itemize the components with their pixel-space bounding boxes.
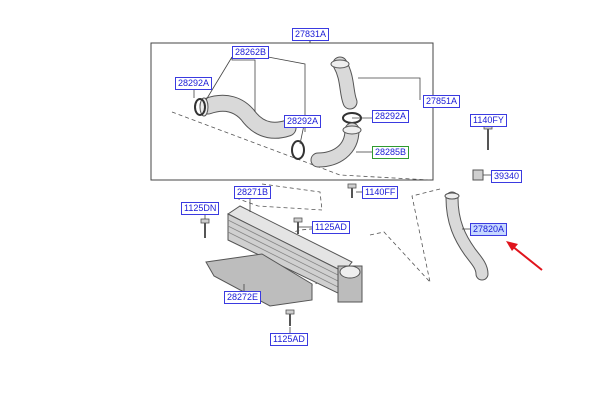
clamp-left-part <box>194 98 206 116</box>
bolt-1125DN <box>200 218 210 238</box>
red-arrow <box>506 241 543 271</box>
part-label-27831A[interactable]: 27831A <box>292 28 330 41</box>
bolt-1140FY <box>483 123 493 150</box>
bolt-1125AD-mid <box>293 217 303 234</box>
part-label-28292A-right[interactable]: 28292A <box>372 110 410 123</box>
lower-hose-part <box>444 191 489 281</box>
sensor-part <box>472 169 484 181</box>
bolt-1140FF <box>347 183 357 198</box>
part-label-28285B[interactable]: 28285B <box>372 146 410 159</box>
part-label-39340[interactable]: 39340 <box>491 170 523 183</box>
part-label-1125DN[interactable]: 1125DN <box>181 202 220 215</box>
leader-lines <box>193 56 491 334</box>
pipe-part <box>310 122 362 168</box>
turbo-hose-part <box>330 56 358 110</box>
clamp-hose-end-part <box>291 140 305 160</box>
part-label-1140FY[interactable]: 1140FY <box>470 114 507 127</box>
part-label-27820A[interactable]: 27820A <box>470 223 508 236</box>
part-label-28292A-left[interactable]: 28292A <box>175 77 213 90</box>
assembly-frame <box>150 42 434 181</box>
part-label-28292A-mid[interactable]: 28292A <box>284 115 322 128</box>
part-label-27851A[interactable]: 27851A <box>423 95 461 108</box>
part-label-1125AD-mid[interactable]: 1125AD <box>312 221 350 234</box>
part-label-28262B[interactable]: 28262B <box>232 46 270 59</box>
intercooler-part <box>227 205 363 303</box>
air-guide-part <box>205 253 313 307</box>
part-label-1125AD-bottom[interactable]: 1125AD <box>270 333 308 346</box>
part-label-1140FF[interactable]: 1140FF <box>362 186 399 199</box>
upper-hose-part <box>199 94 297 139</box>
bolt-1125AD-bottom <box>285 309 295 326</box>
part-label-28271B[interactable]: 28271B <box>234 186 272 199</box>
part-label-28272E[interactable]: 28272E <box>224 291 262 304</box>
